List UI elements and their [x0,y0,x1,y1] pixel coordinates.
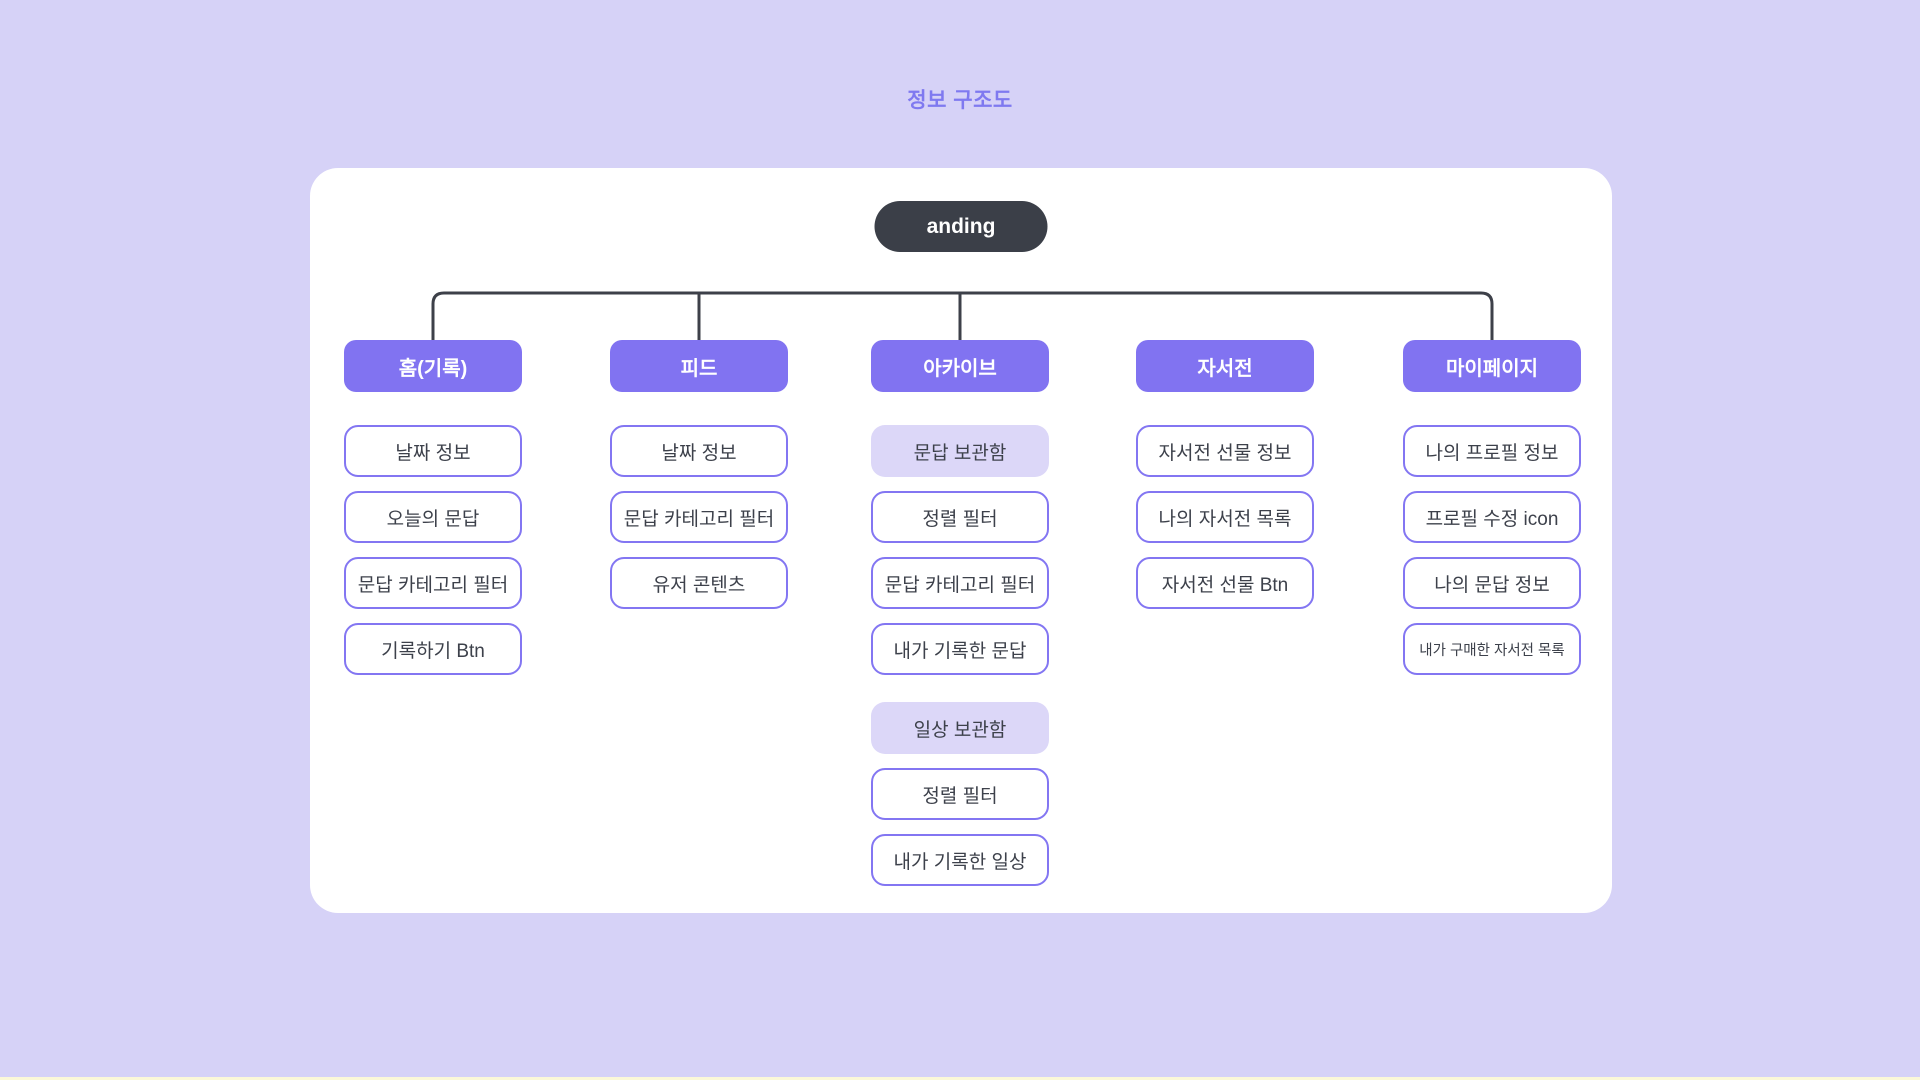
bottom-edge-strip [0,1077,1920,1080]
diagram-node: 날짜 정보 [344,425,522,477]
diagram-node: 오늘의 문답 [344,491,522,543]
diagram-node: 문답 카테고리 필터 [871,557,1049,609]
diagram-node: 자서전 선물 정보 [1136,425,1314,477]
diagram-node: 자서전 선물 Btn [1136,557,1314,609]
column-header: 피드 [610,340,788,392]
column-header: 아카이브 [871,340,1049,392]
diagram-node: 문답 카테고리 필터 [344,557,522,609]
root-node: anding [874,201,1048,252]
diagram-node: 문답 카테고리 필터 [610,491,788,543]
diagram-node: 프로필 수정 icon [1403,491,1581,543]
diagram-node: 유저 콘텐츠 [610,557,788,609]
diagram-node: 나의 자서전 목록 [1136,491,1314,543]
column-header: 자서전 [1136,340,1314,392]
diagram-node: 내가 구매한 자서전 목록 [1403,623,1581,675]
diagram-node: 내가 기록한 문답 [871,623,1049,675]
diagram-node: 나의 문답 정보 [1403,557,1581,609]
column-header: 마이페이지 [1403,340,1581,392]
page-title: 정보 구조도 [907,89,1013,112]
column-header: 홈(기록) [344,340,522,392]
diagram-node: 날짜 정보 [610,425,788,477]
diagram-node: 정렬 필터 [871,768,1049,820]
diagram-node: 정렬 필터 [871,491,1049,543]
diagram-node: 내가 기록한 일상 [871,834,1049,886]
diagram-node: 문답 보관함 [871,425,1049,477]
diagram-node: 기록하기 Btn [344,623,522,675]
diagram-node: 일상 보관함 [871,702,1049,754]
diagram-node: 나의 프로필 정보 [1403,425,1581,477]
